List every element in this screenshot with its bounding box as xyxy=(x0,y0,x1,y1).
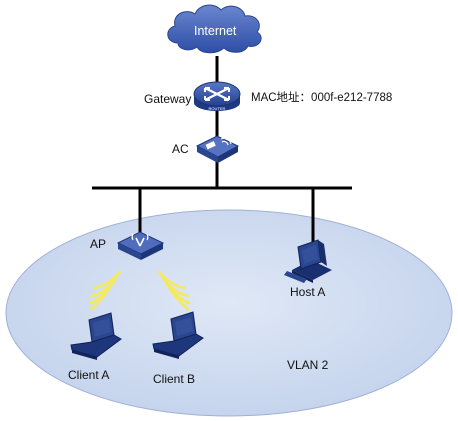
host-a-label: Host A xyxy=(290,285,326,299)
desktop-computer-icon xyxy=(284,239,332,283)
vlan-label: VLAN 2 xyxy=(287,358,329,372)
laptop-icon xyxy=(152,311,204,359)
access-controller-icon xyxy=(195,135,240,163)
mac-address-label: MAC地址：000f-e212-7788 xyxy=(251,92,393,104)
client-a-label: Client A xyxy=(68,368,110,382)
client-b-label: Client B xyxy=(153,372,196,386)
router-tag: ROUTER xyxy=(209,106,226,111)
router-icon: ROUTER xyxy=(193,81,241,111)
ac-label: AC xyxy=(172,142,189,156)
internet-cloud-icon xyxy=(167,4,262,54)
gateway-label: Gateway xyxy=(144,92,192,106)
wireless-signal-icon xyxy=(88,270,191,311)
ap-label: AP xyxy=(90,237,107,251)
laptop-icon xyxy=(70,312,122,360)
internet-label: Internet xyxy=(194,24,237,38)
access-point-icon xyxy=(116,231,165,260)
vlan-area xyxy=(5,209,453,417)
